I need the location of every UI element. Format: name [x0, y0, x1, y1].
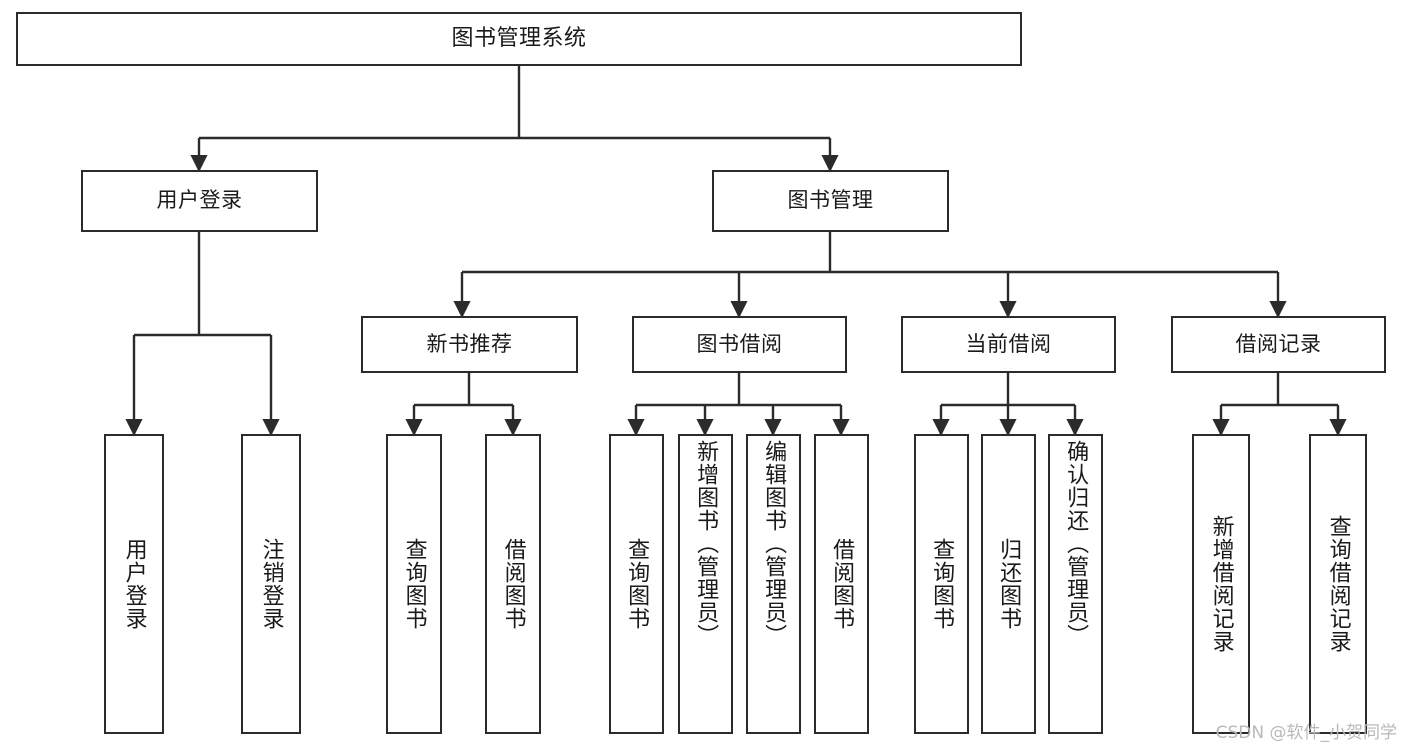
- node-current-borrow[interactable]: 当前借阅: [901, 316, 1116, 373]
- node-leaf-query-book-1[interactable]: 查询图书: [386, 434, 442, 734]
- node-leaf-borrow-book-2-label: 借阅图书: [829, 538, 855, 630]
- node-root-label: 图书管理系统: [451, 25, 587, 51]
- node-new-book-recommend[interactable]: 新书推荐: [361, 316, 578, 373]
- node-leaf-logout-login-label: 注销登录: [258, 538, 284, 630]
- node-leaf-add-book-label: 新增图书（管理员）: [693, 440, 719, 647]
- node-book-management-label: 图书管理: [787, 188, 874, 213]
- node-current-borrow-label: 当前借阅: [965, 331, 1052, 356]
- node-leaf-confirm-return[interactable]: 确认归还（管理员）: [1048, 434, 1103, 734]
- node-user-login-label: 用户登录: [156, 188, 243, 213]
- node-leaf-confirm-return-label: 确认归还（管理员）: [1063, 440, 1089, 647]
- node-leaf-query-book-3[interactable]: 查询图书: [914, 434, 969, 734]
- csdn-watermark: CSDN @软件_小贺同学: [1215, 723, 1397, 743]
- node-book-borrow-label: 图书借阅: [696, 331, 783, 356]
- node-leaf-query-book-3-label: 查询图书: [929, 538, 955, 630]
- node-leaf-user-login[interactable]: 用户登录: [104, 434, 164, 734]
- node-leaf-edit-book[interactable]: 编辑图书（管理员）: [746, 434, 801, 734]
- node-root[interactable]: 图书管理系统: [16, 12, 1022, 66]
- node-leaf-add-book[interactable]: 新增图书（管理员）: [678, 434, 733, 734]
- node-new-book-recommend-label: 新书推荐: [426, 331, 513, 356]
- node-borrow-record-label: 借阅记录: [1235, 331, 1322, 356]
- node-leaf-user-login-label: 用户登录: [121, 538, 147, 630]
- node-book-borrow[interactable]: 图书借阅: [632, 316, 847, 373]
- node-leaf-return-book[interactable]: 归还图书: [981, 434, 1036, 734]
- node-book-management[interactable]: 图书管理: [712, 170, 949, 232]
- node-leaf-query-record-label: 查询借阅记录: [1325, 515, 1351, 653]
- node-leaf-query-book-2[interactable]: 查询图书: [609, 434, 664, 734]
- node-leaf-logout-login[interactable]: 注销登录: [241, 434, 301, 734]
- node-leaf-query-book-2-label: 查询图书: [624, 538, 650, 630]
- node-leaf-edit-book-label: 编辑图书（管理员）: [761, 440, 787, 647]
- node-leaf-query-book-1-label: 查询图书: [401, 538, 427, 630]
- node-leaf-add-record-label: 新增借阅记录: [1208, 515, 1234, 653]
- node-leaf-borrow-book-2[interactable]: 借阅图书: [814, 434, 869, 734]
- node-leaf-add-record[interactable]: 新增借阅记录: [1192, 434, 1250, 734]
- node-leaf-borrow-book-1-label: 借阅图书: [500, 538, 526, 630]
- node-borrow-record[interactable]: 借阅记录: [1171, 316, 1386, 373]
- node-leaf-return-book-label: 归还图书: [996, 538, 1022, 630]
- node-leaf-query-record[interactable]: 查询借阅记录: [1309, 434, 1367, 734]
- node-leaf-borrow-book-1[interactable]: 借阅图书: [485, 434, 541, 734]
- node-user-login[interactable]: 用户登录: [81, 170, 318, 232]
